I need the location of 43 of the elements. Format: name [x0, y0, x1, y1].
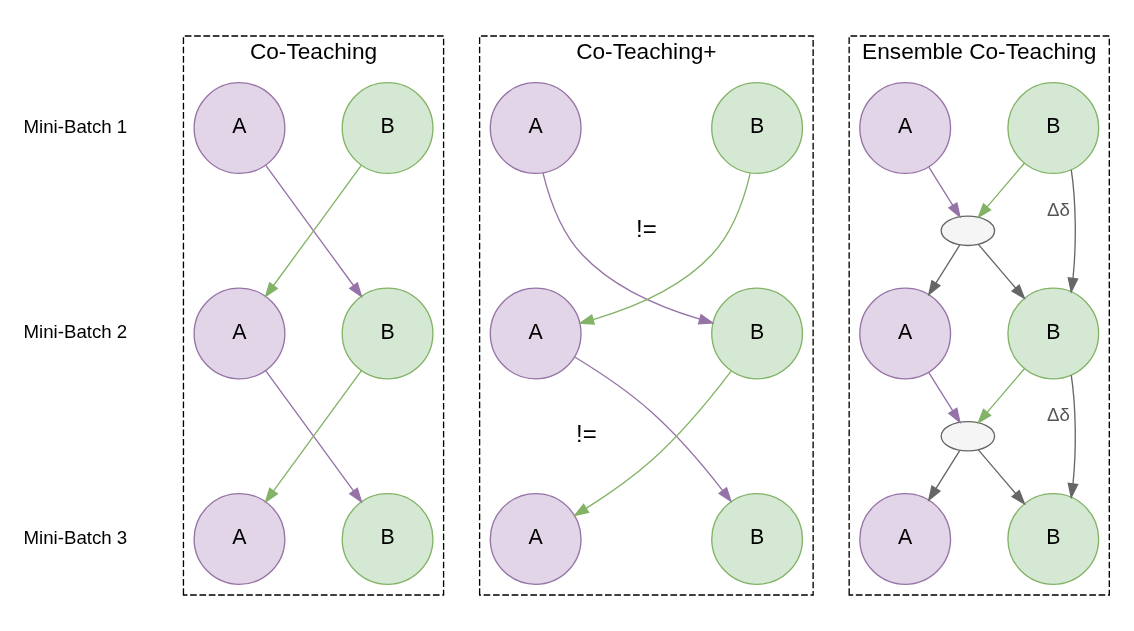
- label: Mini-Batch 3: [23, 526, 128, 548]
- node-circle: B: [1007, 82, 1100, 175]
- node-circle: A: [859, 287, 952, 380]
- node-circle: B: [341, 287, 434, 380]
- node-circle: A: [489, 287, 582, 380]
- node-ellipse: [940, 215, 996, 247]
- arrow: [928, 372, 961, 424]
- arrow: [542, 172, 715, 325]
- node-circle: A: [859, 492, 952, 585]
- arrow: [977, 449, 1026, 506]
- arrow: [927, 449, 961, 502]
- arrow: [264, 164, 363, 299]
- arrow: [578, 172, 751, 325]
- node-ellipse: [940, 420, 996, 452]
- arrow: [977, 162, 1026, 219]
- arrow: [573, 370, 732, 517]
- arrow: [977, 368, 1026, 425]
- node-circle: B: [1007, 492, 1100, 585]
- node-circle: A: [193, 287, 286, 380]
- arrow: [977, 243, 1026, 300]
- arrow: [928, 166, 961, 219]
- label: Mini-Batch 2: [23, 321, 128, 343]
- edge-label: Δδ: [1047, 198, 1070, 220]
- arrow: [927, 244, 961, 297]
- label: Mini-Batch 1: [23, 116, 128, 137]
- label: !=: [576, 420, 597, 448]
- label: !=: [636, 214, 657, 242]
- node-circle: A: [489, 82, 582, 175]
- node-circle: B: [341, 82, 434, 175]
- node-circle: A: [193, 82, 286, 175]
- arrow: [264, 369, 363, 504]
- arrow: [574, 356, 733, 503]
- node-circle: B: [1007, 287, 1100, 380]
- node-circle: B: [711, 82, 804, 175]
- arrow: [1067, 169, 1079, 294]
- node-circle: A: [489, 492, 582, 585]
- node-circle: A: [859, 82, 952, 175]
- node-circle: A: [193, 492, 286, 585]
- node-circle: B: [341, 492, 434, 585]
- edge-label: Δδ: [1047, 404, 1070, 426]
- node-circle: B: [711, 492, 804, 585]
- arrow: [1067, 374, 1079, 500]
- node-circle: B: [711, 287, 804, 380]
